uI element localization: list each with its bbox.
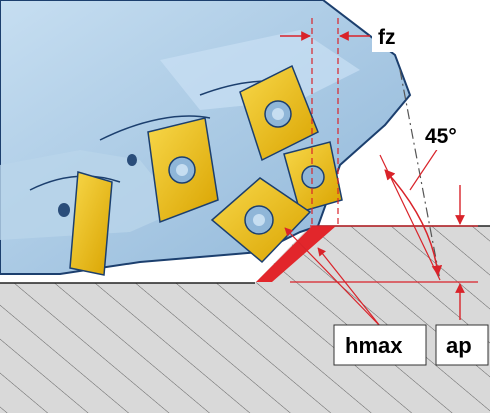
hmax-leaders [284,227,381,327]
insert-left [69,171,113,276]
fz-label: fz [378,26,396,49]
label-hmax: hmax [333,324,427,366]
angle-label: 45° [425,125,457,148]
insert-mid-left [147,117,219,224]
hmax-label: hmax [345,333,403,358]
label-45: 45° [420,118,476,150]
torx-screw-icon [301,165,325,189]
angle-leader [409,144,441,191]
angle-arc [384,169,443,277]
insert-cutting [210,177,312,264]
label-ap: ap [435,324,489,366]
label-fz: fz [372,20,412,52]
ap-label: ap [446,333,472,358]
insert-top [239,64,319,162]
chip-thickness-region [256,226,336,282]
insert-right [283,141,343,213]
